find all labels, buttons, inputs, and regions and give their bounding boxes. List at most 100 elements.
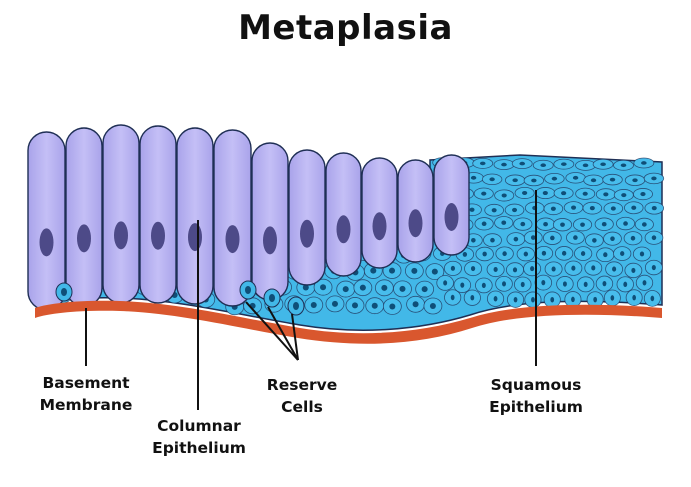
squamous-nucleus xyxy=(411,267,418,274)
columnar-cell xyxy=(325,152,362,277)
squamous-nucleus xyxy=(600,162,606,167)
reserve-cell-nucleus xyxy=(245,286,251,294)
columnar-nucleus xyxy=(300,219,314,248)
basement-membrane xyxy=(35,300,662,344)
squamous-nucleus xyxy=(520,281,525,288)
squamous-nucleus xyxy=(460,282,465,288)
squamous-nucleus xyxy=(580,251,586,256)
squamous-nucleus xyxy=(651,176,657,181)
squamous-nucleus xyxy=(651,206,657,211)
squamous-nucleus xyxy=(583,281,588,288)
squamous-nucleus xyxy=(522,190,528,195)
squamous-nucleus xyxy=(512,267,518,273)
squamous-nucleus xyxy=(512,178,518,183)
squamous-nucleus xyxy=(519,161,526,166)
reserve-cells-label: Reserve Cells xyxy=(262,374,342,418)
squamous-nucleus xyxy=(630,235,636,241)
squamous-nucleus xyxy=(651,264,656,271)
reserve-cells-label-line1: Reserve xyxy=(266,376,338,394)
squamous-nucleus xyxy=(502,251,507,257)
squamous-nucleus xyxy=(450,294,455,301)
reserve-cell-nucleus xyxy=(269,294,275,302)
columnar-cell xyxy=(139,125,177,304)
squamous-nucleus xyxy=(543,221,548,227)
squamous-nucleus xyxy=(489,177,495,182)
squamous-epithelium-label-line2: Epithelium xyxy=(489,398,583,416)
columnar-epithelium-label-line1: Columnar xyxy=(157,417,241,435)
squamous-nucleus xyxy=(481,282,486,289)
squamous-nucleus xyxy=(623,221,628,226)
squamous-nucleus xyxy=(621,193,627,198)
squamous-nucleus xyxy=(443,280,448,286)
squamous-nucleus xyxy=(642,280,647,286)
squamous-nucleus xyxy=(370,267,377,274)
squamous-nucleus xyxy=(609,177,616,182)
squamous-nucleus xyxy=(421,286,428,293)
squamous-nucleus xyxy=(469,207,475,212)
columnar-nucleus xyxy=(372,212,387,241)
columnar-nucleus xyxy=(39,228,54,257)
squamous-nucleus xyxy=(561,162,567,166)
squamous-nucleus xyxy=(389,303,396,310)
squamous-nucleus xyxy=(610,236,615,242)
columnar-cell xyxy=(27,131,66,311)
squamous-nucleus xyxy=(603,192,609,197)
squamous-nucleus xyxy=(641,161,647,165)
squamous-nucleus xyxy=(572,175,579,180)
squamous-nucleus xyxy=(550,235,555,241)
squamous-nucleus xyxy=(310,301,317,308)
columnar-nucleus xyxy=(225,225,240,254)
squamous-nucleus xyxy=(513,236,519,242)
squamous-nucleus xyxy=(620,163,627,168)
basement-membrane-label-line2: Membrane xyxy=(39,396,133,414)
squamous-nucleus xyxy=(623,281,628,288)
squamous-epithelium-label-line1: Squamous xyxy=(490,376,582,394)
squamous-nucleus xyxy=(560,222,565,227)
squamous-nucleus xyxy=(551,266,556,272)
squamous-nucleus xyxy=(470,266,476,272)
squamous-nucleus xyxy=(550,296,555,303)
squamous-nucleus xyxy=(571,296,575,303)
squamous-nucleus xyxy=(523,251,529,257)
squamous-nucleus xyxy=(550,206,556,211)
squamous-nucleus xyxy=(631,205,637,210)
squamous-nucleus xyxy=(589,206,595,211)
columnar-epithelium-label: Columnar Epithelium xyxy=(144,415,254,459)
squamous-nucleus xyxy=(502,281,506,287)
squamous-nucleus xyxy=(450,265,456,271)
squamous-nucleus xyxy=(610,206,616,211)
columnar-cell xyxy=(213,129,252,307)
squamous-nucleus xyxy=(342,286,349,293)
squamous-nucleus xyxy=(601,221,607,227)
columnar-nucleus xyxy=(188,223,202,252)
squamous-nucleus xyxy=(592,238,597,243)
squamous-nucleus xyxy=(562,281,567,287)
squamous-nucleus xyxy=(541,250,547,256)
columnar-nucleus xyxy=(408,209,423,238)
squamous-nucleus xyxy=(632,178,638,183)
pointer-lines xyxy=(85,190,537,410)
squamous-nucleus xyxy=(429,302,436,309)
squamous-nucleus xyxy=(571,205,577,210)
squamous-epithelium-label: Squamous Epithelium xyxy=(482,374,590,418)
columnar-nucleus xyxy=(336,215,351,244)
reserve-cells-pointer-2 xyxy=(267,306,299,361)
squamous-nucleus xyxy=(590,178,597,183)
squamous-nucleus xyxy=(351,302,358,309)
squamous-nucleus xyxy=(501,220,507,225)
columnar-cell xyxy=(65,127,103,307)
squamous-nucleus xyxy=(501,193,507,198)
squamous-nucleus xyxy=(530,235,536,240)
squamous-nucleus xyxy=(371,302,378,309)
squamous-nucleus xyxy=(551,176,558,181)
diagram-title: Metaplasia xyxy=(238,8,453,48)
squamous-nucleus xyxy=(481,221,487,226)
squamous-nucleus xyxy=(482,251,487,257)
columnar-cell xyxy=(288,149,326,286)
squamous-nucleus xyxy=(582,191,588,196)
squamous-nucleus xyxy=(591,265,596,271)
columnar-nucleus xyxy=(263,226,277,255)
squamous-nucleus xyxy=(632,294,636,301)
squamous-nucleus xyxy=(479,161,486,166)
